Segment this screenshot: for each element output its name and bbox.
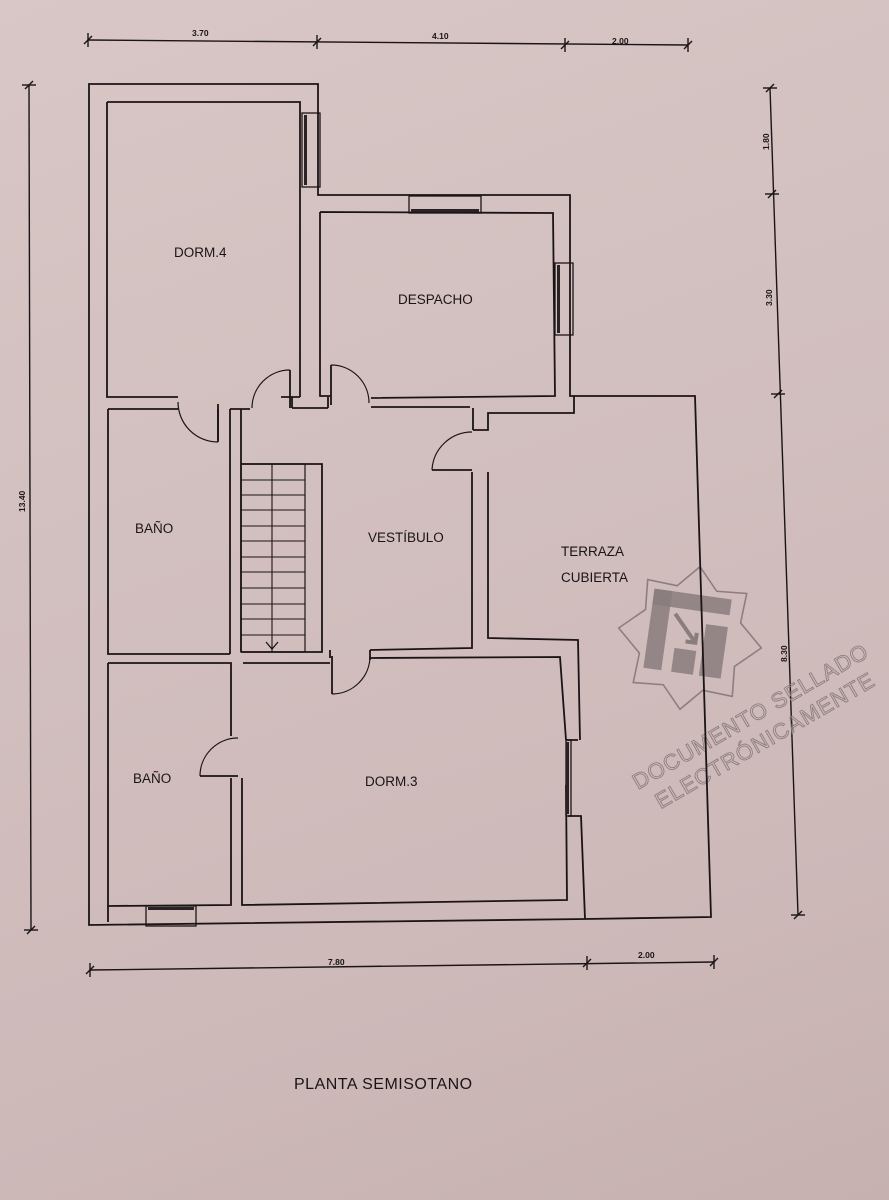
room-label-bano-1: BAÑO bbox=[135, 521, 173, 536]
room-label-despacho: DESPACHO bbox=[398, 292, 473, 307]
electronic-seal-star-icon bbox=[617, 565, 763, 711]
dim-top-1: 3.70 bbox=[192, 28, 209, 38]
dimension-bottom: 7.80 2.00 bbox=[85, 950, 719, 977]
dim-bottom-1: 7.80 bbox=[328, 957, 345, 967]
room-label-dorm4: DORM.4 bbox=[174, 245, 227, 260]
staircase bbox=[240, 463, 306, 653]
room-label-vestibulo: VESTÍBULO bbox=[368, 530, 444, 545]
room-label-terraza-line1: TERRAZA bbox=[561, 544, 624, 559]
dim-top-2: 4.10 bbox=[432, 31, 449, 41]
seal-text-line1: DOCUMENTO SELLADO bbox=[628, 638, 873, 794]
stair-direction-arrow-icon bbox=[265, 641, 279, 650]
room-label-terraza-line2: CUBIERTA bbox=[561, 570, 628, 585]
walls bbox=[88, 83, 712, 926]
dim-top-3: 2.00 bbox=[612, 36, 629, 46]
doors bbox=[177, 364, 473, 777]
seal-text: DOCUMENTO SELLADO ELECTRÓNICAMENTE bbox=[628, 638, 880, 814]
dimension-right: 1.80 3.30 8.30 bbox=[761, 83, 805, 920]
dim-right-3: 8.30 bbox=[779, 645, 789, 662]
dim-right-1: 1.80 bbox=[761, 133, 771, 150]
dim-right-2: 3.30 bbox=[764, 289, 774, 306]
dimension-left: 13.40 bbox=[17, 80, 38, 935]
dim-left-1: 13.40 bbox=[17, 490, 27, 512]
room-labels: DORM.4 DESPACHO BAÑO VESTÍBULO TERRAZA C… bbox=[133, 245, 628, 789]
dim-bottom-2: 2.00 bbox=[638, 950, 655, 960]
room-label-bano-2: BAÑO bbox=[133, 771, 171, 786]
dimension-top: 3.70 4.10 2.00 bbox=[83, 28, 693, 52]
room-label-dorm3: DORM.3 bbox=[365, 774, 418, 789]
windows bbox=[145, 112, 574, 927]
plan-title: PLANTA SEMISOTANO bbox=[294, 1076, 473, 1093]
